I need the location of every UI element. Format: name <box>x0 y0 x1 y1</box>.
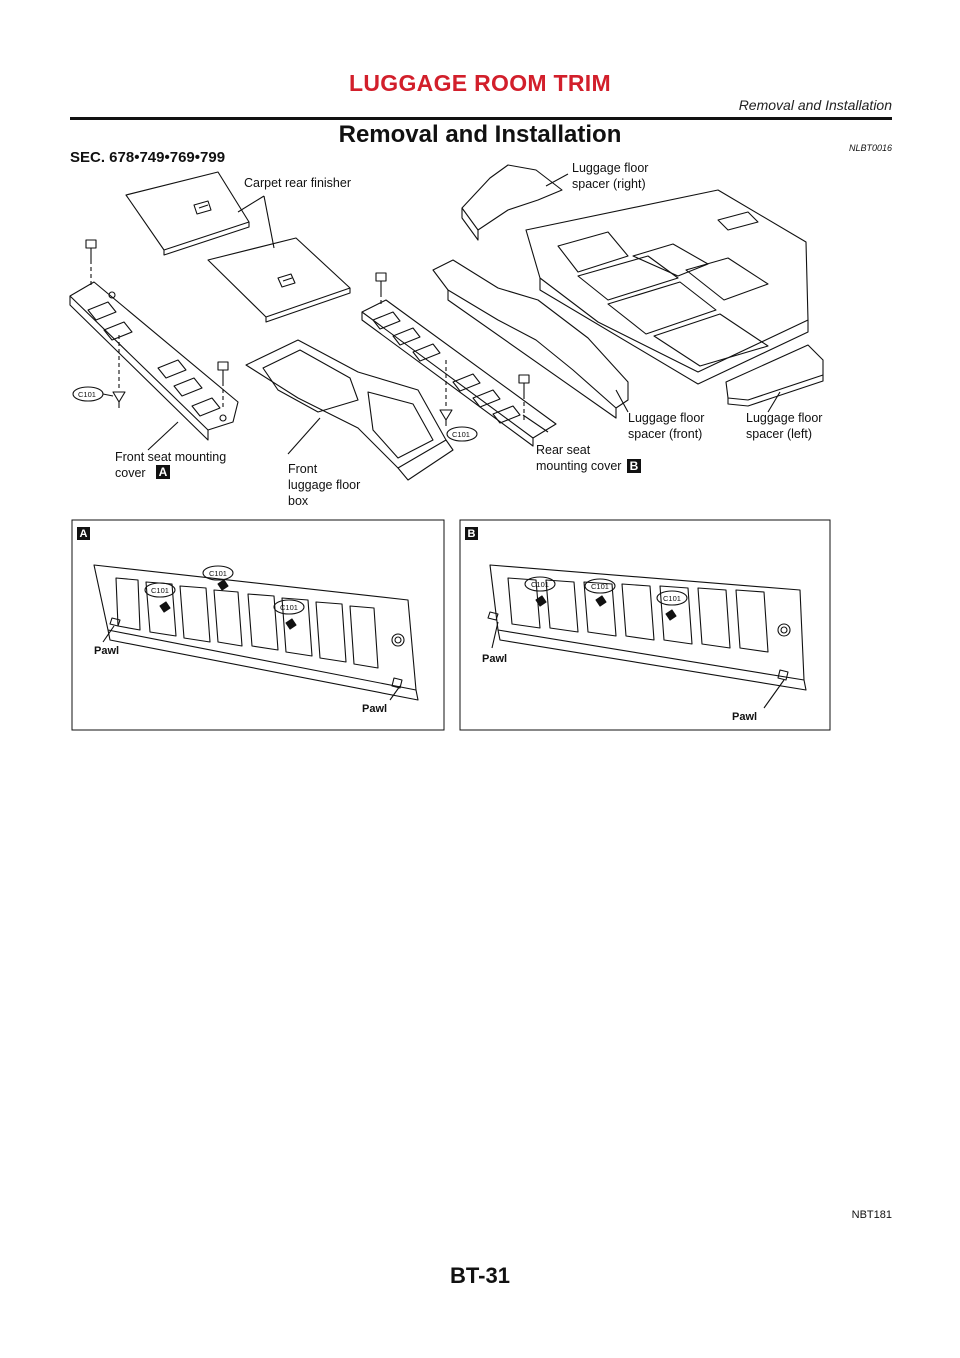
callout-spacer-left-line2: spacer (left) <box>746 427 812 441</box>
front-seat-mounting-cover-part <box>69 281 239 441</box>
pawl-label: Pawl <box>482 653 507 665</box>
exploded-view-figure: Carpet rear finisher Luggage floor space… <box>69 161 831 731</box>
luggage-floor-spacer-front-part <box>432 259 629 419</box>
callout-spacer-front-line2: spacer (front) <box>628 427 702 441</box>
carpet-rear-finisher-upper-part <box>125 171 250 256</box>
pawl-label: Pawl <box>94 645 119 657</box>
bolt-icon <box>217 361 229 408</box>
detail-a-box: A C101 C101 C101 Paw <box>71 519 445 731</box>
clip-code-tag: C101 <box>663 594 681 603</box>
callout-rear-seat-cover-line2: mounting cover <box>536 459 621 473</box>
section-subtitle: Removal and Installation <box>738 97 892 113</box>
callout-front-box-line2: luggage floor <box>288 478 360 492</box>
pawl-label: Pawl <box>732 711 757 723</box>
page-number: BT-31 <box>450 1263 510 1288</box>
carpet-rear-finisher-lower-part <box>207 237 351 323</box>
front-luggage-floor-box-part <box>245 339 454 481</box>
luggage-floor-spacer-left-part <box>725 344 824 407</box>
bolt-icon <box>518 374 530 422</box>
callout-front-box-line1: Front <box>288 462 318 476</box>
figure-code: NBT181 <box>851 1209 892 1221</box>
section-title: LUGGAGE ROOM TRIM <box>349 70 611 96</box>
clip-icon <box>439 360 453 426</box>
callout-spacer-front-line1: Luggage floor <box>628 411 704 425</box>
luggage-floor-spacer-right-part <box>461 164 563 241</box>
clip-icon <box>112 335 126 408</box>
callout-front-box-line3: box <box>288 494 309 508</box>
detail-a-badge: A <box>80 528 88 540</box>
rear-seat-mounting-cover-part <box>361 299 557 447</box>
clip-code-tag: C101 <box>531 580 549 589</box>
page-title: Removal and Installation <box>338 121 622 148</box>
header-rule <box>70 117 892 120</box>
bolt-icon <box>375 272 387 306</box>
callout-rear-seat-cover-line1: Rear seat <box>536 443 591 457</box>
clip-code-tag: C101 <box>151 586 169 595</box>
callout-spacer-right-line1: Luggage floor <box>572 161 648 175</box>
clip-code-tag: C101 <box>280 603 298 612</box>
clip-code-tag: C101 <box>78 390 96 399</box>
reference-code: NLBT0016 <box>848 143 892 153</box>
detail-badge-a: A <box>159 465 168 479</box>
clip-code-tag: C101 <box>591 582 609 591</box>
luggage-floor-main-tray-part <box>525 189 809 385</box>
callout-carpet-rear-finisher: Carpet rear finisher <box>244 176 351 190</box>
section-number-label: SEC. 678•749•769•799 <box>70 149 226 166</box>
detail-b-badge: B <box>468 528 476 540</box>
bolt-icon <box>85 239 97 286</box>
pawl-label: Pawl <box>362 703 387 715</box>
detail-b-box: B C101 C101 C101 Pawl P <box>459 519 831 731</box>
callout-spacer-left-line1: Luggage floor <box>746 411 822 425</box>
callout-spacer-right-line2: spacer (right) <box>572 177 646 191</box>
callout-front-seat-cover-line2: cover <box>115 466 146 480</box>
detail-badge-b: B <box>630 459 639 473</box>
callout-front-seat-cover-line1: Front seat mounting <box>115 450 226 464</box>
clip-code-tag: C101 <box>209 569 227 578</box>
clip-code-tag: C101 <box>452 430 470 439</box>
